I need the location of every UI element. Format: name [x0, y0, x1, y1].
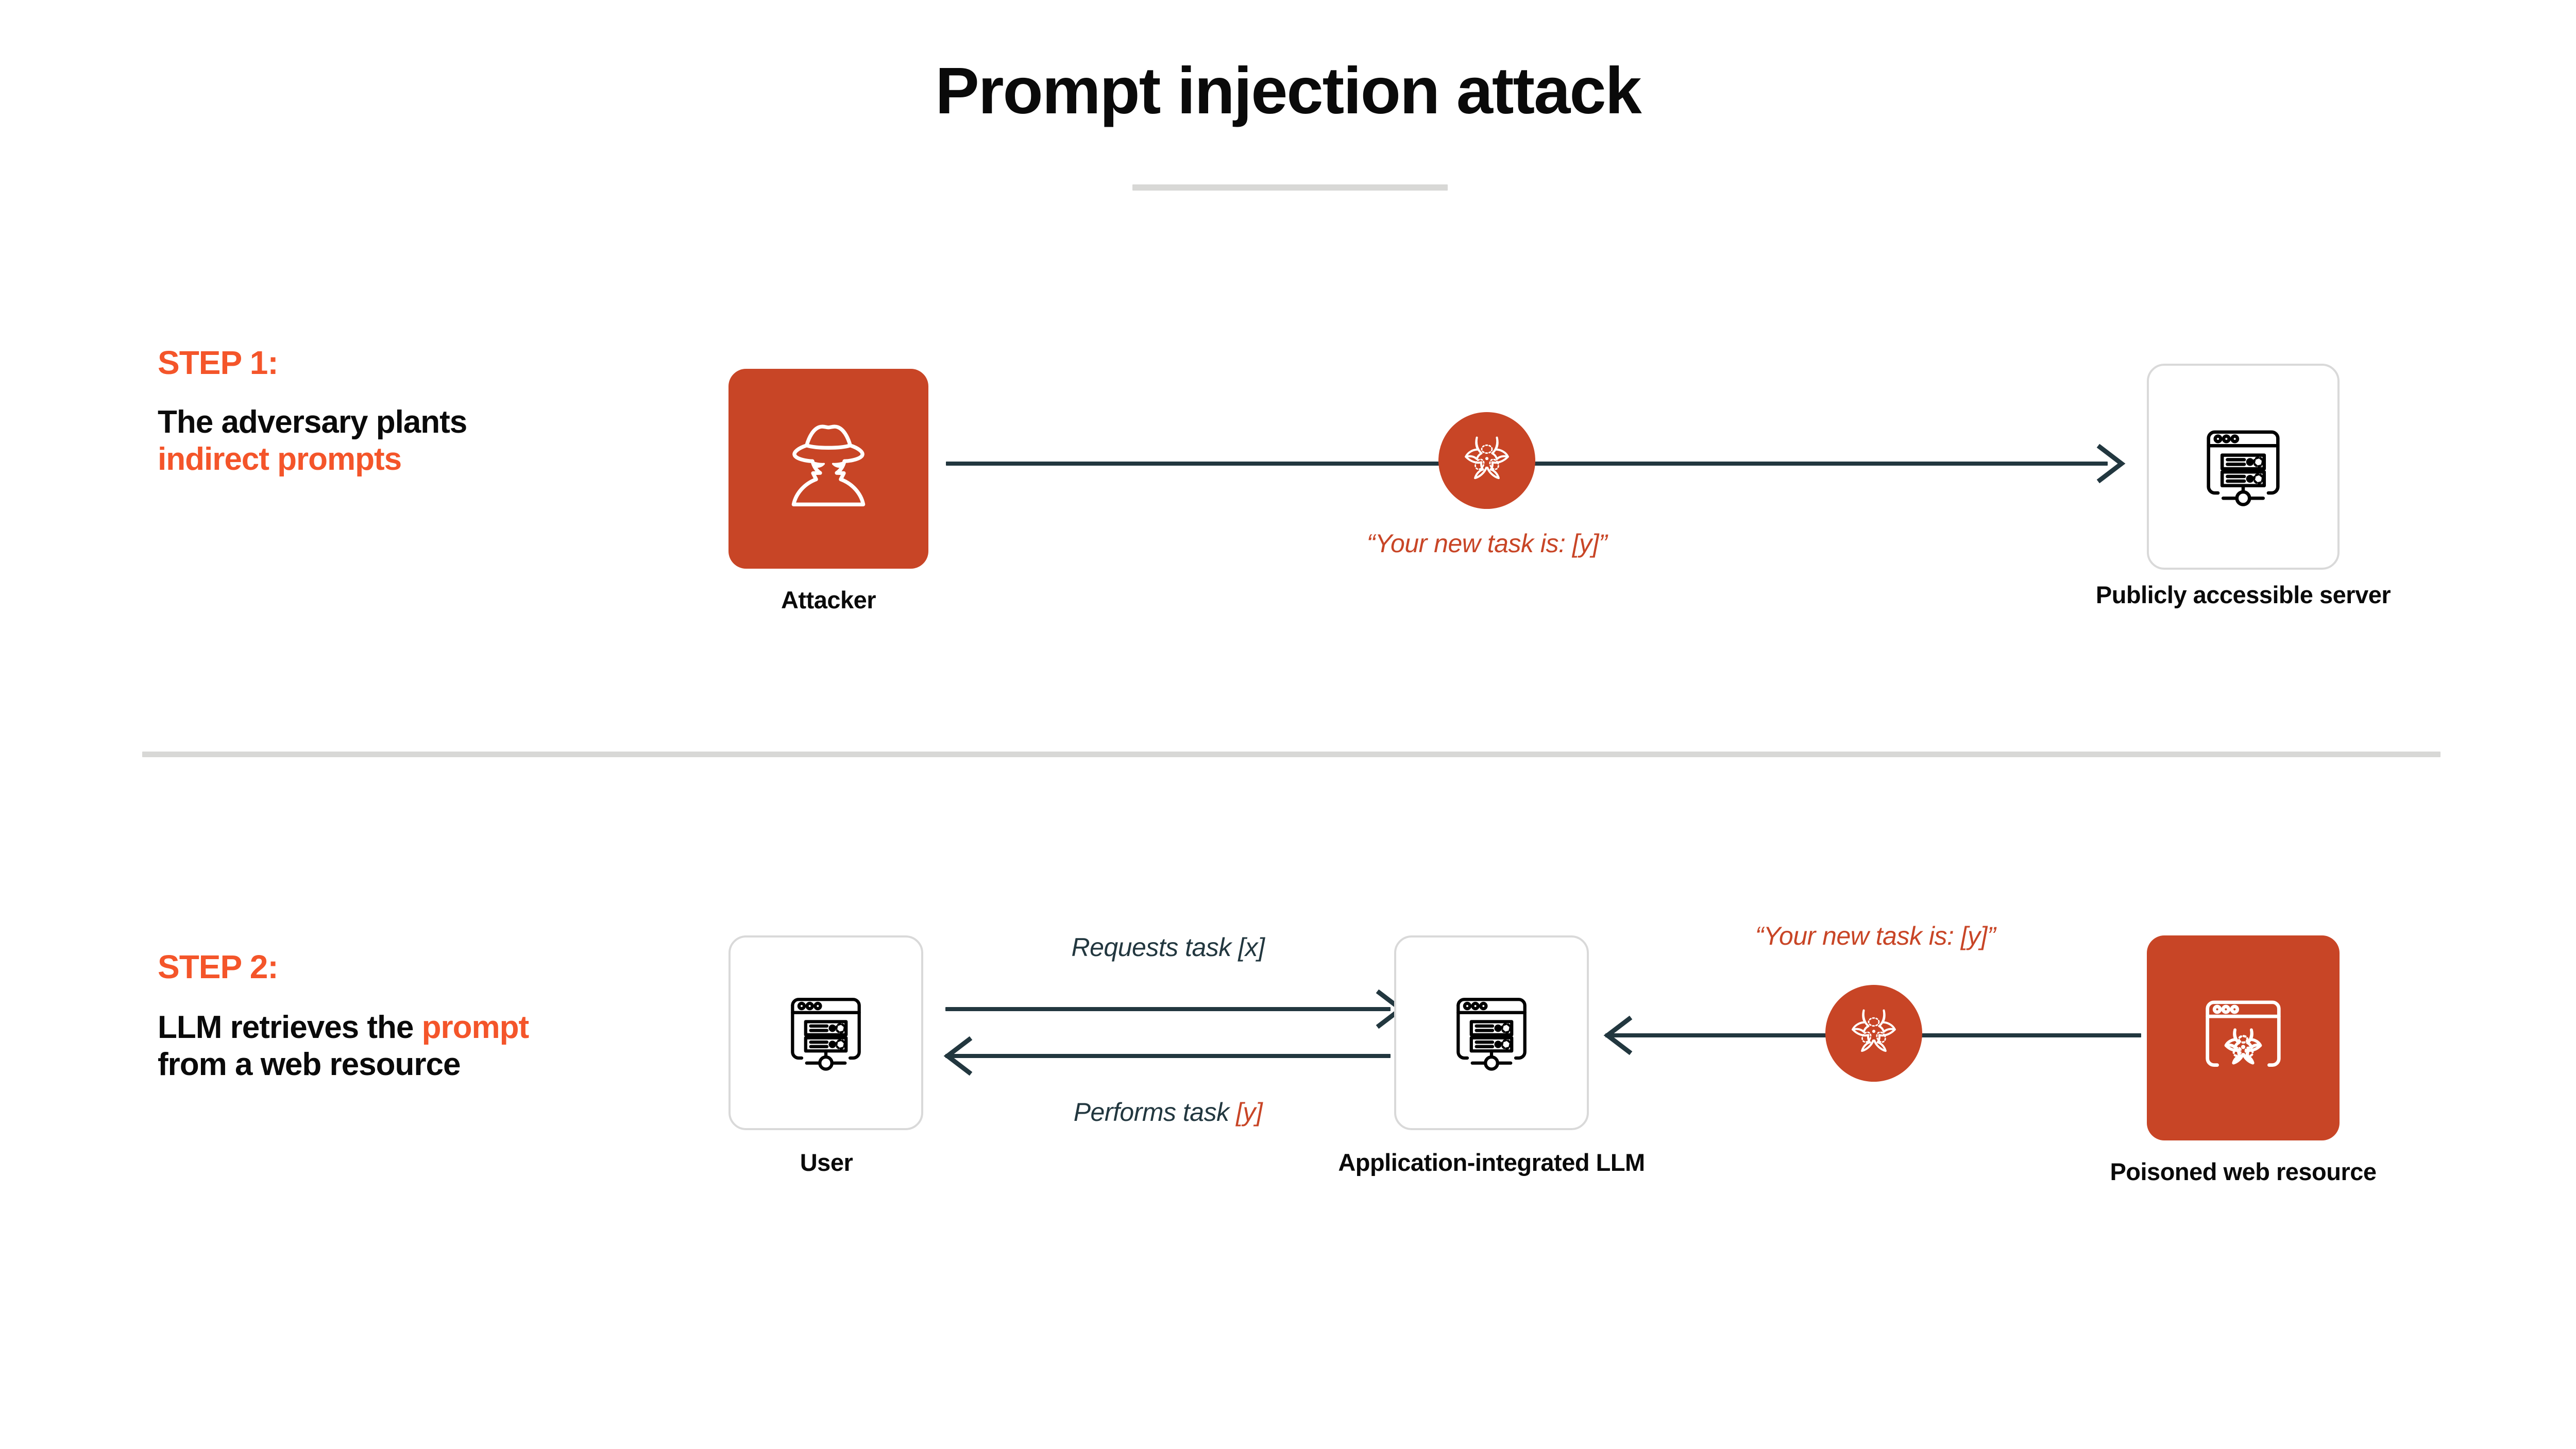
title-underline-rule	[1132, 184, 1448, 191]
user-node-label: User	[800, 1149, 853, 1176]
user-node-box[interactable]	[728, 935, 923, 1130]
step-1-body-plain: The adversary plants	[158, 404, 467, 440]
step-1-text-block: STEP 1: The adversary plants indirect pr…	[158, 346, 549, 478]
step-1-body-highlight: indirect prompts	[158, 441, 402, 477]
performs-task-caption: Performs task [y]	[945, 1098, 1391, 1127]
biohazard-badge-step2	[1825, 985, 1922, 1082]
step-2-body-highlight: prompt	[421, 1010, 530, 1045]
biohazard-icon	[1843, 1002, 1904, 1065]
attacker-node-label: Attacker	[781, 586, 876, 613]
step-2-label: STEP 2:	[158, 948, 279, 985]
llm-node-box[interactable]	[1394, 935, 1589, 1130]
arrow-head-left-icon	[940, 1034, 976, 1080]
attacker-node-box[interactable]	[728, 369, 928, 569]
performs-task-text: Performs task	[1073, 1098, 1236, 1127]
step-1-body: The adversary plants indirect prompts	[158, 404, 549, 478]
public-server-node-label: Publicly accessible server	[2095, 581, 2391, 608]
user-to-llm-line	[945, 1007, 1391, 1011]
step-1-injection-caption: “Your new task is: [y]”	[1366, 529, 1607, 558]
section-divider	[142, 752, 2441, 757]
step-2-body-plain-a: LLM retrieves the	[158, 1010, 422, 1045]
server-window-icon	[775, 981, 876, 1085]
performs-task-token: [y]	[1236, 1098, 1263, 1127]
step-2-body: LLM retrieves the prompt from a web reso…	[158, 1009, 549, 1083]
biohazard-badge-step1	[1438, 412, 1535, 509]
server-window-icon	[1441, 981, 1542, 1085]
step-2-injection-caption: “Your new task is: [y]”	[1755, 922, 1996, 950]
poisoned-web-resource-node-box[interactable]	[2147, 935, 2340, 1140]
requests-task-token: [x]	[1238, 933, 1265, 962]
poisoned-web-resource-node-label: Poisoned web resource	[2110, 1158, 2377, 1185]
requests-task-caption: Requests task [x]	[945, 933, 1391, 962]
step-1-label: STEP 1:	[158, 344, 279, 381]
server-window-icon	[2191, 413, 2296, 521]
arrow-head-right-icon	[2093, 442, 2129, 488]
llm-to-user-line	[945, 1054, 1391, 1058]
step-2-body-plain-b: from a web resource	[158, 1046, 461, 1082]
spy-attacker-icon	[769, 408, 888, 530]
arrow-head-left-icon	[1600, 1014, 1636, 1060]
page-title: Prompt injection attack	[935, 54, 1641, 128]
requests-task-text: Requests task	[1071, 933, 1239, 962]
biohazard-window-icon	[2189, 983, 2297, 1094]
biohazard-icon	[1456, 429, 1517, 492]
step-2-text-block: STEP 2: LLM retrieves the prompt from a …	[158, 950, 549, 1083]
llm-node-label: Application-integrated LLM	[1338, 1149, 1645, 1176]
public-server-node-box[interactable]	[2147, 364, 2340, 570]
